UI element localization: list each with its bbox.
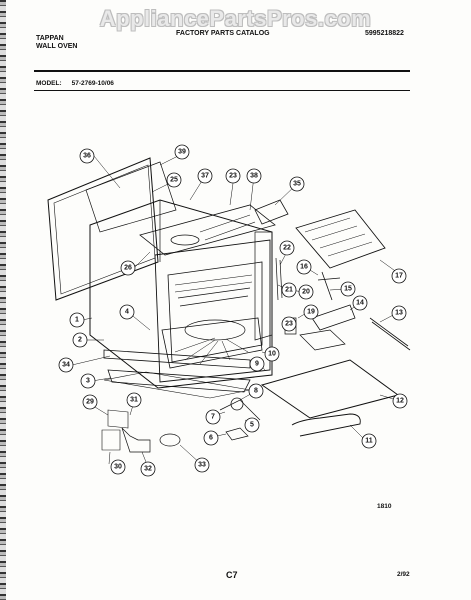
callout-19 [303, 304, 319, 320]
callout-label: 2 [78, 337, 82, 344]
header-brand-block: TAPPAN WALL OVEN [36, 35, 77, 51]
model-line: MODEL: 57-2769-10/06 [36, 80, 124, 87]
callout-label: 26 [124, 265, 132, 272]
callout-30 [110, 459, 126, 475]
callout-label: 37 [201, 173, 209, 180]
callout-4 [119, 304, 135, 320]
callout-label: 22 [283, 245, 291, 252]
callout-label: 9 [255, 361, 259, 368]
diagram-code: 1810 [377, 503, 392, 510]
callout-22 [279, 240, 295, 256]
callout-11 [361, 433, 377, 449]
callout-23 [281, 316, 297, 332]
callout-10 [264, 346, 280, 362]
callout-5 [244, 417, 260, 433]
callout-label: 21 [285, 287, 293, 294]
callout-label: 31 [130, 397, 138, 404]
callout-label: 3 [86, 378, 90, 385]
callout-6 [203, 430, 219, 446]
component-35 [254, 199, 289, 225]
callout-label: 23 [285, 321, 293, 328]
catalog-title: FACTORY PARTS CATALOG [176, 30, 270, 37]
callout-2 [72, 332, 88, 348]
callout-label: 17 [395, 273, 403, 280]
callout-27 [120, 260, 136, 276]
callout-12 [392, 393, 408, 409]
callout-label: 10 [268, 351, 276, 358]
product-name: WALL OVEN [36, 43, 78, 50]
brand-name: TAPPAN [36, 35, 64, 42]
callout-29 [82, 394, 98, 410]
callout-label: 15 [344, 286, 352, 293]
callout-label: 23 [229, 173, 237, 180]
callout-label: 30 [114, 464, 122, 471]
header-divider [34, 70, 410, 72]
callout-label: 39 [178, 149, 186, 156]
callout-15 [340, 281, 356, 297]
callout-31 [126, 392, 142, 408]
callout-label: 5 [250, 422, 254, 429]
callout-8 [248, 383, 264, 399]
callout-label: 29 [86, 399, 94, 406]
callout-1 [69, 312, 85, 328]
callout-label: 25 [170, 177, 178, 184]
page-number: C7 [226, 570, 238, 580]
callout-label: 19 [307, 309, 315, 316]
callout-17 [391, 268, 407, 284]
watermark: AppliancePartsPros.com [99, 6, 372, 31]
catalog-number: 5995218822 [365, 30, 404, 37]
callout-label: 34 [62, 362, 70, 369]
callout-label: 4 [125, 309, 129, 316]
control-board [295, 209, 386, 269]
model-number: 57-2769-10/06 [71, 80, 114, 87]
callout-label: 38 [250, 173, 258, 180]
callout-25 [225, 168, 241, 184]
callout-label: 35 [293, 181, 301, 188]
bottom-panel [260, 359, 400, 419]
callout-3 [80, 373, 96, 389]
callout-label: 14 [356, 300, 364, 307]
callout-37 [197, 168, 213, 184]
callout-label: 12 [396, 398, 404, 405]
callout-20 [298, 284, 314, 300]
callout-label: 33 [198, 462, 206, 469]
callout-7 [205, 409, 221, 425]
callout-label: 36 [83, 153, 91, 160]
revision-date: 2/92 [397, 571, 410, 578]
callout-35 [289, 176, 305, 192]
callout-13 [391, 305, 407, 321]
callout-26 [166, 172, 182, 188]
insulation-part [85, 161, 177, 233]
callout-label: 6 [209, 435, 213, 442]
back-panel-part [47, 157, 159, 301]
callout-16 [296, 259, 312, 275]
callout-label: 16 [300, 264, 308, 271]
callout-14 [352, 295, 368, 311]
callout-33 [194, 457, 210, 473]
callout-label: 11 [365, 438, 373, 445]
model-label: MODEL: [36, 80, 62, 87]
callout-label: 7 [211, 414, 215, 421]
callout-32 [140, 461, 156, 477]
scan-edge [0, 0, 6, 600]
callout-39 [174, 144, 190, 160]
callout-label: 32 [144, 466, 152, 473]
callout-label: 13 [395, 310, 403, 317]
model-divider [34, 90, 410, 91]
callout-label: 20 [302, 289, 310, 296]
callout-21 [281, 282, 297, 298]
callout-label: 1 [75, 317, 79, 324]
callout-9 [249, 356, 265, 372]
callout-36 [79, 148, 95, 164]
callout-label: 8 [254, 388, 258, 395]
callout-34 [58, 357, 74, 373]
callout-38 [246, 168, 262, 184]
